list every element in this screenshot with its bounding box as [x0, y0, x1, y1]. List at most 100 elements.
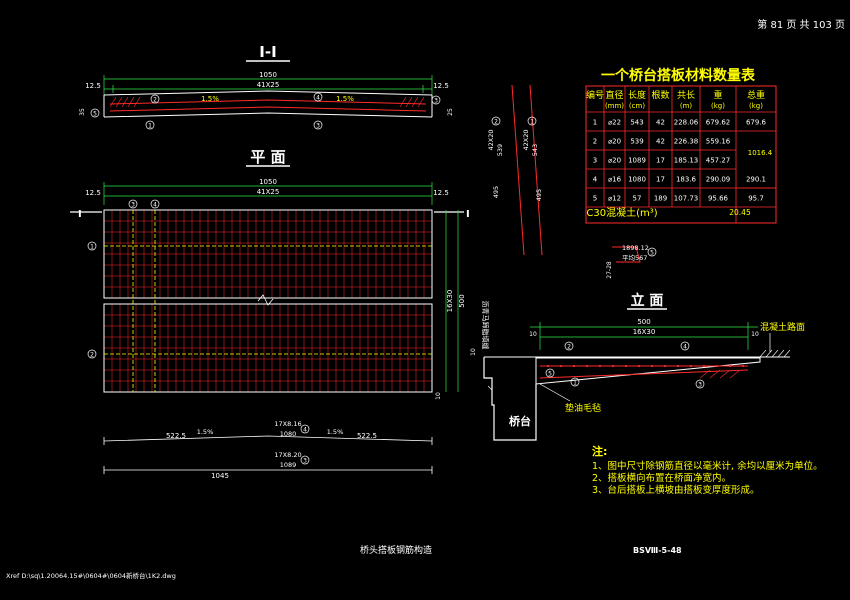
table-header-cell: 总重: [747, 89, 765, 101]
plan-cut-mark-right: I: [466, 209, 470, 220]
table-cell: 17: [656, 157, 665, 165]
notes-title: 注:: [592, 444, 607, 458]
bar-c-bottom: 平均567: [622, 253, 647, 262]
section-slope-left: 1.5%: [201, 95, 219, 103]
table-header-cell: 直径: [605, 89, 623, 101]
table-cell: 57: [633, 195, 642, 203]
bar-a-len: 495: [492, 186, 500, 198]
svg-text:3: 3: [698, 382, 702, 389]
elev-dim-end-right: 10: [751, 331, 759, 338]
row1-slope-left: 1.5%: [197, 428, 214, 436]
table-header-cell: 编号: [586, 89, 604, 101]
elev-road-label: 混凝土路面: [760, 321, 805, 333]
table-cell: 228.06: [674, 119, 699, 127]
table-cell: 539: [630, 138, 643, 146]
table-cell: 1080: [628, 176, 646, 184]
note-item-1: 1、图中尺寸除钢筋直径以毫米计, 余均以厘米为单位。: [592, 460, 823, 472]
elev-abutment-label: 桥台: [509, 414, 531, 428]
drawing-title: 桥头搭板钢筋构造: [360, 544, 432, 556]
bar-shape-dims: 522.5 1.5% 17X8.16 1080 1.5% 522.5 4 17X…: [103, 420, 433, 480]
elev-dim-end-left: 10: [529, 331, 537, 338]
table-header-cell: 根数: [651, 89, 669, 101]
elev-dim-total: 500: [637, 318, 650, 326]
table-merged-total: 1016.4: [748, 149, 773, 157]
table-cell: 107.73: [674, 195, 699, 203]
table-cell: ⌀20: [608, 157, 621, 165]
section-dim-total: 1050: [259, 71, 277, 79]
notes: 注: 1、图中尺寸除钢筋直径以毫米计, 余均以厘米为单位。 2、搭板横向布置在桥…: [592, 444, 823, 496]
page-info: 第 81 页 共 103 页: [757, 18, 845, 31]
bar-b-bottom: 543: [531, 144, 539, 156]
drawing-number: BSⅧ-5-48: [633, 546, 682, 555]
svg-text:3: 3: [316, 123, 320, 130]
table-cell: 290.1: [746, 176, 766, 184]
plan-rebar-grid-top: [104, 210, 432, 298]
section-dim-end-left: 12.5: [85, 82, 101, 90]
svg-text:1: 1: [530, 119, 534, 126]
svg-text:4: 4: [303, 427, 307, 434]
table-cell: 5: [593, 195, 597, 203]
plan-dim-bars: 41X25: [257, 188, 280, 196]
elevation-title: 立 面: [631, 292, 664, 309]
row1-right: 522.5: [357, 432, 377, 440]
table-cell: 1: [593, 119, 597, 127]
table-header-cell: (kg): [749, 102, 763, 110]
elevation-view: 立 面 500 16X30 10 10 10 沥青马蹄脂填缝 混凝土路面: [470, 292, 805, 441]
plan-bar-label: 1: [90, 244, 94, 251]
plan-dim-end-right: 12.5: [433, 189, 449, 197]
table-cell: 3: [593, 157, 597, 165]
table-cell: 2: [593, 138, 597, 146]
plan-title: 平 面: [250, 148, 285, 166]
note-item-2: 2、搭板横向布置在桥面净宽内。: [592, 472, 731, 484]
row2-total: 1045: [211, 472, 229, 480]
table-cell: 189: [654, 195, 667, 203]
table-cell: 290.09: [706, 176, 731, 184]
table-cell: ⌀20: [608, 138, 621, 146]
svg-text:3: 3: [303, 458, 307, 465]
elev-pad-label: 垫油毛毡: [565, 402, 601, 414]
bar-a-bottom: 539: [496, 144, 504, 156]
section-slope-right: 1.5%: [336, 95, 354, 103]
row2-mid-bottom: 1089: [280, 461, 297, 469]
section-dim-end-right: 12.5: [433, 82, 449, 90]
table-header-cell: (m): [680, 102, 693, 110]
svg-text:5: 5: [93, 111, 97, 118]
svg-text:2: 2: [567, 344, 571, 351]
table-header-cell: (kg): [711, 102, 725, 110]
section-thk-b: 25: [447, 108, 454, 116]
elev-vert-label: 沥青马蹄脂填缝: [481, 301, 490, 350]
plan-dim-total: 1050: [259, 178, 277, 186]
table-cell: 95.7: [748, 195, 764, 203]
material-table: 一个桥台搭板材料数量表 编号直径(mm)长度(cm)根数共长(m)重(kg)总重…: [585, 67, 777, 224]
bar-a-top: 42X20: [487, 130, 495, 151]
side-bar-shapes: 42X20 539 495 42X20 543 495 2 1 1898.12 …: [487, 84, 657, 279]
svg-text:3: 3: [434, 98, 438, 105]
table-cell: ⌀12: [608, 195, 621, 203]
svg-text:2: 2: [494, 119, 498, 126]
table-cell: 42: [656, 138, 665, 146]
bar-c-side: 27-28: [606, 261, 613, 279]
table-cell: 457.27: [706, 157, 731, 165]
plan-bar-label: 3: [131, 202, 135, 209]
row2-mid-top: 17X8.20: [274, 451, 301, 459]
table-cell: 183.6: [676, 176, 697, 184]
table-header-cell: 长度: [628, 89, 646, 101]
table-cell: 559.16: [706, 138, 731, 146]
row1-left: 522.5: [166, 432, 186, 440]
table-cell: 226.38: [674, 138, 699, 146]
table-cell: 4: [593, 176, 598, 184]
section-dim-bars: 41X25: [257, 81, 280, 89]
section-view: I-I 1050 41X25 12.5 12.5 1.5% 1.5%: [79, 43, 454, 130]
row1-mid-bottom: 1080: [280, 430, 297, 438]
elev-dim-thk: 10: [470, 348, 477, 356]
table-header-cell: 重: [713, 89, 722, 101]
elev-dim-bars: 16X30: [633, 328, 656, 336]
bar-b-len: 495: [535, 189, 543, 201]
row1-mid-top: 17X8.16: [274, 420, 301, 428]
table-cell: 17: [656, 176, 665, 184]
svg-text:1: 1: [573, 380, 577, 387]
plan-rebar-grid-bottom: [104, 304, 432, 392]
svg-text:5: 5: [548, 371, 552, 378]
table-header-cell: 共长: [677, 89, 695, 101]
